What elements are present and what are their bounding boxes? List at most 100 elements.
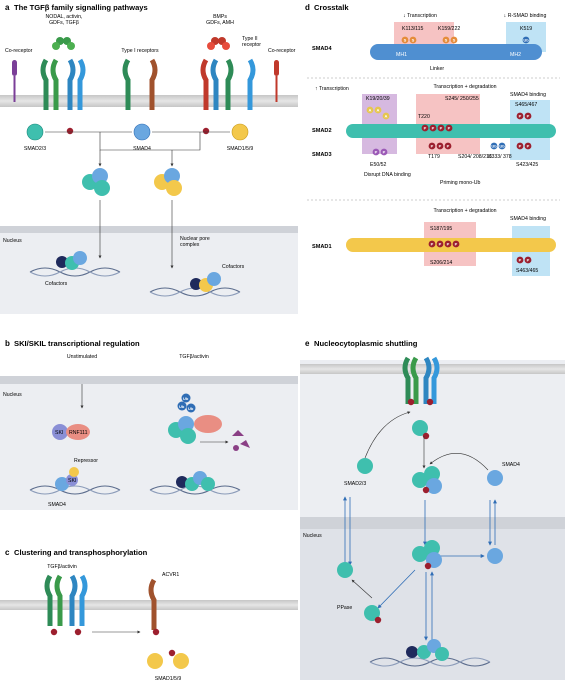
smad159-a (231, 123, 249, 141)
d-mark-phos-17 (436, 142, 444, 150)
d-mark-sumo-2 (442, 36, 450, 44)
coreceptor-left-label: Co-receptor (5, 48, 33, 54)
d-mark-text-25: P (447, 241, 450, 246)
d-smad4-binding-2: SMAD4 binding (510, 216, 546, 222)
b-unstimulated: Unstimulated (67, 354, 97, 360)
e-dna-complex (406, 639, 449, 661)
receptor-pair-middle (122, 58, 158, 110)
d-s206: S206/214 (430, 260, 452, 266)
d-k19: K19/20/39 (366, 96, 390, 102)
d-disrupt: Disrupt DNA binding (364, 172, 411, 178)
complex-smad23-smad4 (82, 168, 110, 196)
d-mark-text-0: S (404, 37, 407, 42)
nucleus-region-a (0, 232, 298, 314)
b-repressor: Repressor (74, 458, 98, 464)
e-ppase: PPase (337, 605, 352, 611)
e-nuclear-envelope (300, 517, 565, 529)
d-mark-phos-12 (516, 112, 524, 120)
svg-text:SKI: SKI (55, 430, 63, 436)
e-plasma-membrane (300, 364, 565, 374)
nucleus-label-a: Nucleus (3, 238, 22, 244)
d-mark-text-28: P (527, 257, 530, 262)
d-mark-text-21: P (519, 143, 522, 148)
d-mark-text-27: P (519, 257, 522, 262)
smad4-a (133, 123, 151, 141)
panel-b: b SKI/SKIL transcriptional regulation Un… (0, 339, 298, 510)
panel-b-title: SKI/SKIL transcriptional regulation (14, 339, 140, 348)
nuclear-envelope-a (0, 226, 298, 233)
d-mark-sumo-1 (409, 36, 417, 44)
d-mark-purple-15 (380, 148, 388, 156)
d-mark-sumo-3 (450, 36, 458, 44)
d-mark-text-2: S (445, 37, 448, 42)
smad159-label-a: SMAD1/5/9 (227, 146, 254, 152)
panel-e: e Nucleocytoplasmic shuttling SMAD2/3 SM… (300, 339, 565, 680)
e-nucleus-label: Nucleus (303, 533, 322, 539)
d-smad23-bar (346, 124, 556, 138)
nuclear-complex-a2 (190, 272, 221, 292)
d-e50: E50/52 (370, 162, 387, 168)
type1-receptors-label: Type I receptors (121, 48, 159, 54)
c-membrane (0, 600, 298, 610)
b-ski-on-dna: SKI (55, 467, 79, 491)
d-mark-text-10: P (440, 125, 443, 130)
e-smad4-label: SMAD4 (502, 462, 520, 468)
phospho-a2 (202, 127, 210, 135)
e-cyto-complex (412, 466, 442, 494)
d-mark-text-5: A (369, 107, 372, 112)
coreceptor-right (274, 60, 279, 102)
e-receptors (402, 356, 440, 406)
smad23-a (26, 123, 44, 141)
panel-e-letter: e (305, 339, 310, 348)
d-mark-text-26: P (455, 241, 458, 246)
d-mark-phos-18 (444, 142, 452, 150)
d-mh1: MH1 (396, 52, 407, 58)
b-nucleus-bg (0, 378, 298, 510)
connector-a3 (99, 132, 201, 151)
d-trans-deg: Transcription + degradation (433, 84, 496, 90)
d-mark-text-19: Ub (491, 143, 497, 148)
svg-text:RNF111: RNF111 (69, 430, 88, 436)
d-mark-text-14: P (375, 149, 378, 154)
d-mark-text-23: P (431, 241, 434, 246)
d-mark-text-6: A (377, 107, 380, 112)
svg-text:SKI: SKI (68, 478, 76, 484)
d-s204: S204/ 208/213 (458, 154, 492, 160)
d-mark-phos-22 (524, 142, 532, 150)
d-mark-phos-13 (524, 112, 532, 120)
d-mark-acetyl-7 (382, 112, 390, 120)
d-smad4-label: SMAD4 (312, 46, 332, 52)
d-mark-text-9: P (432, 125, 435, 130)
d-mark-phos-26 (452, 240, 460, 248)
b-dna-1 (29, 485, 121, 495)
d-s423: S423/425 (516, 162, 538, 168)
d-mark-ub-4 (522, 36, 530, 44)
d-mark-phos-21 (516, 142, 524, 150)
d-mark-purple-14 (372, 148, 380, 156)
d-mark-text-3: S (453, 37, 456, 42)
panel-c-letter: c (5, 548, 10, 557)
coreceptor-left (12, 60, 17, 102)
nuclear-complex-a1 (56, 251, 87, 270)
receptor-pair-left (40, 58, 86, 110)
d-priming: Priming mono-Ub (440, 180, 480, 186)
svg-text:Ub: Ub (179, 404, 185, 409)
c-tgfb: TGFβ/activin (47, 564, 77, 570)
panel-d: d Crosstalk ↓ Transcription ↓ R-SMAD bin… (305, 3, 560, 276)
c-acvr1-receptor (148, 578, 157, 630)
panel-a-title: The TGFβ family signalling pathways (14, 3, 148, 12)
d-smad2-label: SMAD2 (312, 128, 332, 134)
d-mark-sumo-0 (401, 36, 409, 44)
d-linker: Linker (430, 66, 444, 72)
ligand-cluster-red (207, 37, 230, 50)
b-nuclear-envelope (0, 376, 298, 384)
dna-a1 (29, 267, 121, 277)
d-mark-ub-19 (490, 142, 498, 150)
d-mark-text-15: P (383, 149, 386, 154)
e-smad23-label: SMAD2/3 (344, 481, 366, 487)
d-mark-text-13: P (527, 113, 530, 118)
panel-a: a The TGFβ family signalling pathways NO… (0, 3, 298, 314)
